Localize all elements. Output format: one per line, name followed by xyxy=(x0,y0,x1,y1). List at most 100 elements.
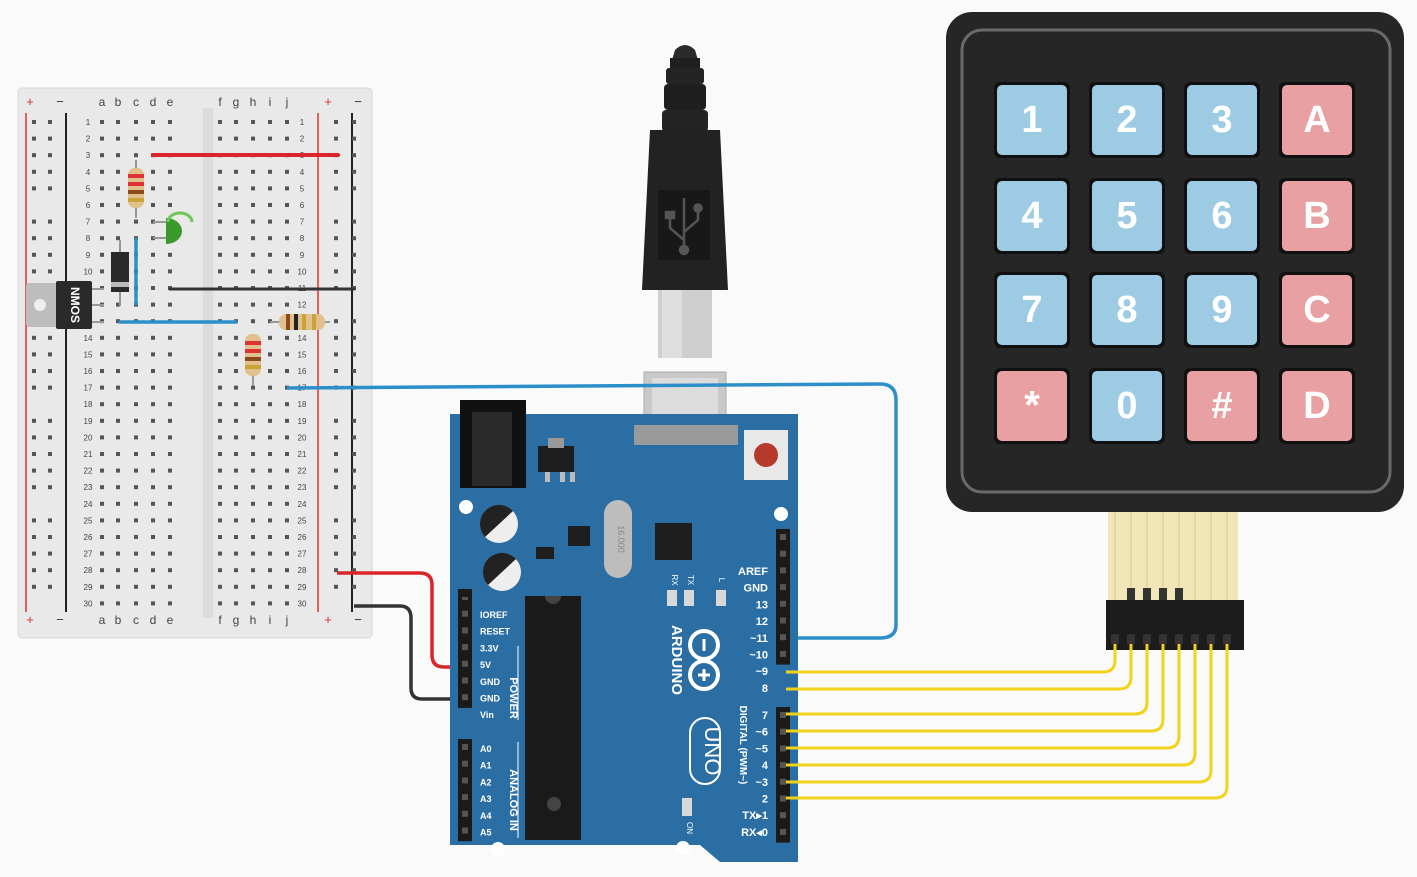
column-label: a xyxy=(99,95,106,109)
wire-yellow[interactable] xyxy=(786,640,1117,674)
keypad-key-2[interactable]: 2 xyxy=(1089,82,1165,158)
keypad-key-3[interactable]: 3 xyxy=(1184,82,1260,158)
arduino-headers xyxy=(458,529,790,843)
row-label: 28 xyxy=(298,566,307,575)
keypad-key-9[interactable]: 9 xyxy=(1184,272,1260,348)
arduino-uno-board[interactable]: 16.000 RX TX L ARDUINO UNO ON POWER ANAL… xyxy=(450,400,798,862)
keypad-key-0[interactable]: 0 xyxy=(1089,368,1165,444)
arduino-model: UNO xyxy=(700,727,725,776)
pin-label: 13 xyxy=(756,599,768,611)
resistor-1[interactable] xyxy=(128,160,144,218)
wire-yellow[interactable] xyxy=(786,640,1133,691)
row-label: 15 xyxy=(298,350,307,359)
row-label: 7 xyxy=(300,218,305,227)
keypad-key-A[interactable]: A xyxy=(1279,82,1355,158)
wire-yellow[interactable] xyxy=(786,640,1229,800)
pin-label: Vin xyxy=(480,710,494,720)
keypad-key-label: 0 xyxy=(1116,385,1137,427)
column-label: c xyxy=(133,95,139,109)
pin-label: 3.3V xyxy=(480,643,499,653)
nmos-transistor[interactable]: NMOS xyxy=(26,281,104,329)
led-green[interactable] xyxy=(153,211,194,244)
keypad-key-8[interactable]: 8 xyxy=(1089,272,1165,348)
row-label: 24 xyxy=(84,500,93,509)
keypad-key-label: 5 xyxy=(1116,195,1137,237)
wire-yellow[interactable] xyxy=(786,640,1197,767)
wire-yellow[interactable] xyxy=(786,640,1149,716)
column-label: i xyxy=(269,95,272,109)
pin-label: 12 xyxy=(756,616,768,628)
column-label: h xyxy=(250,95,257,109)
pin-label: ~10 xyxy=(749,650,768,662)
resistor-3[interactable] xyxy=(270,314,330,330)
keypad-key-label: 8 xyxy=(1116,289,1137,331)
keypad-key-#[interactable]: # xyxy=(1184,368,1260,444)
row-label: 8 xyxy=(86,234,91,243)
keypad-key-1[interactable]: 1 xyxy=(994,82,1070,158)
usb-icon xyxy=(664,198,703,256)
rx-label: RX xyxy=(670,574,679,586)
analog-title: ANALOG IN xyxy=(507,769,519,831)
wire-red-5v[interactable] xyxy=(337,571,465,669)
row-label: 14 xyxy=(298,334,307,343)
row-label: 6 xyxy=(86,201,91,210)
pin-label: A0 xyxy=(480,744,492,754)
rail-label: + xyxy=(324,94,332,109)
column-label: g xyxy=(233,613,240,627)
pin-label: 8 xyxy=(762,683,768,695)
row-label: 4 xyxy=(86,168,91,177)
keypad-key-5[interactable]: 5 xyxy=(1089,178,1165,254)
keypad-key-label: 7 xyxy=(1021,289,1042,331)
keypad-key-D[interactable]: D xyxy=(1279,368,1355,444)
digital-title: DIGITAL (PWM~) xyxy=(737,706,748,785)
pin-label: A2 xyxy=(480,777,492,787)
keypad-key-B[interactable]: B xyxy=(1279,178,1355,254)
keypad-key-label: 1 xyxy=(1021,99,1042,141)
row-label: 12 xyxy=(298,301,307,310)
pin-label: RESET xyxy=(480,627,511,637)
pin-label: 5V xyxy=(480,660,491,670)
row-label: 22 xyxy=(298,467,307,476)
keypad-key-label: 2 xyxy=(1116,99,1137,141)
wire-yellow[interactable] xyxy=(786,640,1181,750)
row-label: 17 xyxy=(84,384,93,393)
keypad-key-label: 4 xyxy=(1021,195,1042,237)
breadboard[interactable]: 1122334455667788991010111112121313141415… xyxy=(17,87,373,639)
keypad-ribbon xyxy=(1106,512,1244,650)
column-label: f xyxy=(218,95,222,109)
wire-black-gnd[interactable] xyxy=(354,604,465,701)
wire-blue-pin11[interactable] xyxy=(286,382,898,640)
resistor-2[interactable] xyxy=(245,334,261,386)
row-label: 19 xyxy=(84,417,93,426)
column-label: i xyxy=(269,613,272,627)
keypad-key-*[interactable]: * xyxy=(994,368,1070,444)
arduino-brand: ARDUINO xyxy=(668,625,685,695)
row-label: 29 xyxy=(298,583,307,592)
column-label: e xyxy=(167,613,174,627)
keypad-key-6[interactable]: 6 xyxy=(1184,178,1260,254)
keypad-key-4[interactable]: 4 xyxy=(994,178,1070,254)
row-label: 25 xyxy=(84,516,93,525)
row-label: 9 xyxy=(300,251,305,260)
column-label: b xyxy=(115,613,122,627)
pin-label: AREF xyxy=(738,566,768,578)
row-label: 16 xyxy=(298,367,307,376)
keypad-key-C[interactable]: C xyxy=(1279,272,1355,348)
arduino-pin-labels: IOREFRESET3.3V5VGNDGNDVinA0A1A2A3A4A5ARE… xyxy=(480,566,769,839)
diode[interactable] xyxy=(111,240,129,306)
on-label: ON xyxy=(685,822,694,834)
wire-yellow[interactable] xyxy=(786,640,1213,784)
wire-yellow[interactable] xyxy=(786,640,1165,733)
pin-label: ~6 xyxy=(755,727,768,739)
pin-label: A4 xyxy=(480,811,492,821)
pin-label: 4 xyxy=(762,760,769,772)
pin-label: GND xyxy=(480,694,501,704)
row-label: 7 xyxy=(86,218,91,227)
rail-label: + xyxy=(26,612,34,627)
keypad-key-7[interactable]: 7 xyxy=(994,272,1070,348)
column-label: j xyxy=(285,613,289,627)
row-label: 27 xyxy=(298,550,307,559)
row-label: 5 xyxy=(300,184,305,193)
row-label: 20 xyxy=(84,433,93,442)
